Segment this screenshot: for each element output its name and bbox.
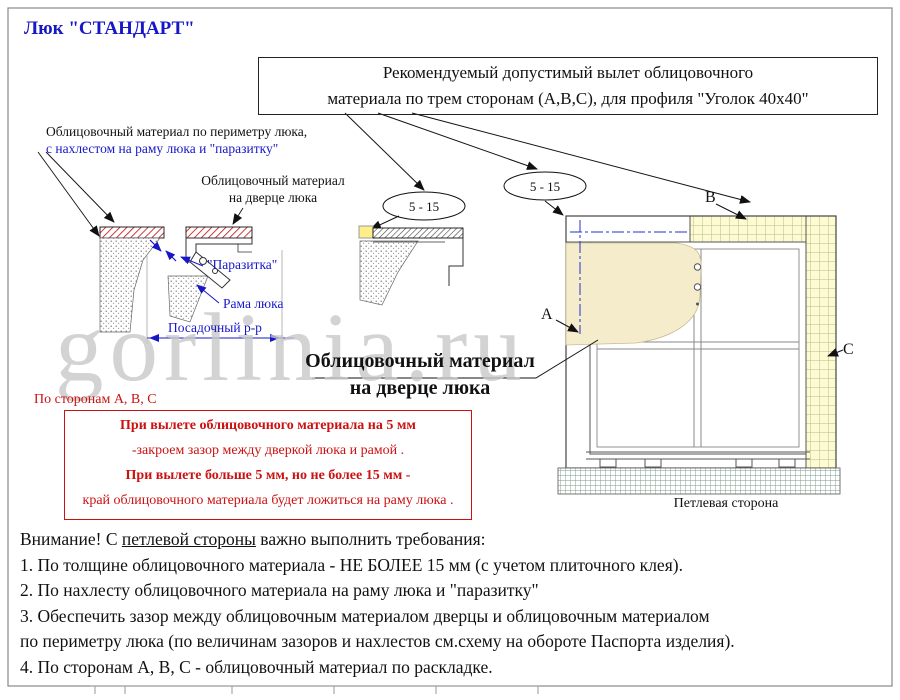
perimeter-material-line1: Облицовочный материал по периметру люка, [46, 124, 308, 139]
requirements-intro-underlined: петлевой стороны [121, 529, 256, 549]
page-title: Люк "СТАНДАРТ" [24, 18, 195, 39]
door-material-big-line1: Облицовочный материал [305, 350, 535, 372]
requirements-intro: Внимание! С петлевой стороны важно выпол… [20, 527, 890, 553]
requirements-intro-prefix: Внимание! С [20, 529, 122, 549]
left-section-detail [37, 151, 294, 344]
hinge-side-label: Петлевая сторона [673, 496, 779, 511]
dimension-bubbles [370, 171, 587, 230]
recommendation-note-box: Рекомендуемый допустимый вылет облицовоч… [258, 57, 878, 115]
note-line-2: материала по трем сторонам (А,В,С), для … [327, 89, 809, 108]
side-a-label: А [541, 306, 553, 323]
door-material-small-line1: Облицовочный материал [201, 173, 345, 188]
door-material-small-label: Облицовочный материал на дверце люка [183, 172, 363, 206]
dimension-right-label: 5 - 15 [529, 179, 561, 194]
red-note-line-4: край облицовочного материала будет ложит… [82, 493, 454, 508]
side-c-label: С [843, 341, 854, 358]
page-frame [7, 7, 893, 694]
door-material-small-line2: на дверце люка [228, 190, 318, 205]
front-view [312, 203, 844, 495]
requirement-item-1: 1. По толщине облицовочного материала - … [20, 554, 683, 575]
mounting-size-label: Посадочный р-р [168, 320, 262, 335]
requirement-item-4: 4. По сторонам А, В, С - облицовочный ма… [20, 656, 493, 677]
red-note-line-1: При вылете облицовочного материала на 5 … [120, 418, 416, 433]
requirement-item-3a: 3. Обеспечить зазор между облицовочным м… [20, 605, 710, 626]
side-b-label: В [705, 189, 716, 206]
requirement-item-3b: по периметру люка (по величинам зазоров … [20, 631, 735, 651]
parazitka-label: "Паразитка" [207, 257, 278, 272]
red-note-line-3: При вылете больше 5 мм, но не более 15 м… [125, 468, 411, 483]
perimeter-material-line2: с нахлестом на раму люка и "паразитку" [46, 141, 279, 156]
requirement-item-2: 2. По нахлесту облицовочного материала н… [20, 580, 539, 600]
note-line-1: Рекомендуемый допустимый вылет облицовоч… [382, 63, 754, 82]
door-material-big-label: Облицовочный материал на дверце люка [303, 350, 537, 400]
requirements-block: Внимание! С петлевой стороны важно выпол… [20, 527, 890, 680]
cladding-material-region [565, 242, 702, 346]
dimension-left-label: 5 - 15 [408, 199, 440, 214]
frame-label: Рама люка [223, 296, 284, 311]
requirements-intro-suffix: важно выполнить требования: [255, 529, 486, 549]
red-note-box: При вылете облицовочного материала на 5 … [64, 410, 472, 520]
red-note-line-2: -закроем зазор между дверкой люка и рамо… [131, 443, 405, 458]
note-box-leader-arrows [344, 112, 751, 204]
red-note-heading: По сторонам А, В, С [34, 392, 157, 407]
perimeter-material-label: Облицовочный материал по периметру люка,… [46, 123, 307, 157]
door-material-big-line2: на дверце люка [349, 377, 491, 399]
middle-section-detail [358, 225, 464, 306]
